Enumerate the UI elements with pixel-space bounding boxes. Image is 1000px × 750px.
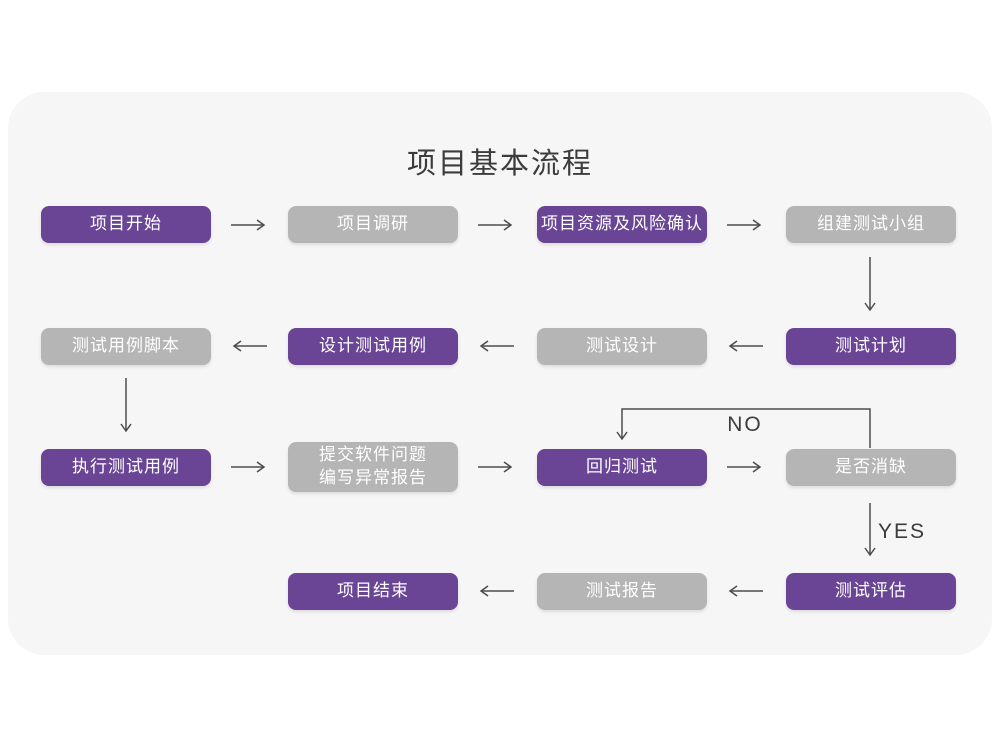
node-test-plan: 测试计划 (786, 328, 956, 365)
node-test-case-script: 测试用例脚本 (41, 328, 211, 365)
node-test-design: 测试设计 (537, 328, 707, 365)
node-execute-test-case: 执行测试用例 (41, 449, 211, 486)
flowchart-panel (8, 92, 992, 655)
node-test-evaluation: 测试评估 (786, 573, 956, 610)
node-regression-test: 回归测试 (537, 449, 707, 486)
node-project-survey: 项目调研 (288, 206, 458, 243)
yes-branch-label: YES (878, 520, 927, 543)
node-submit-issue-report: 提交软件问题 编写异常报告 (288, 442, 458, 492)
node-test-report: 测试报告 (537, 573, 707, 610)
node-project-start: 项目开始 (41, 206, 211, 243)
node-defect-cleared-check: 是否消缺 (786, 449, 956, 486)
node-design-test-case: 设计测试用例 (288, 328, 458, 365)
no-branch-label: NO (727, 413, 763, 436)
node-project-end: 项目结束 (288, 573, 458, 610)
node-build-test-team: 组建测试小组 (786, 206, 956, 243)
page-title: 项目基本流程 (406, 148, 593, 180)
node-resource-risk: 项目资源及风险确认 (537, 206, 707, 243)
